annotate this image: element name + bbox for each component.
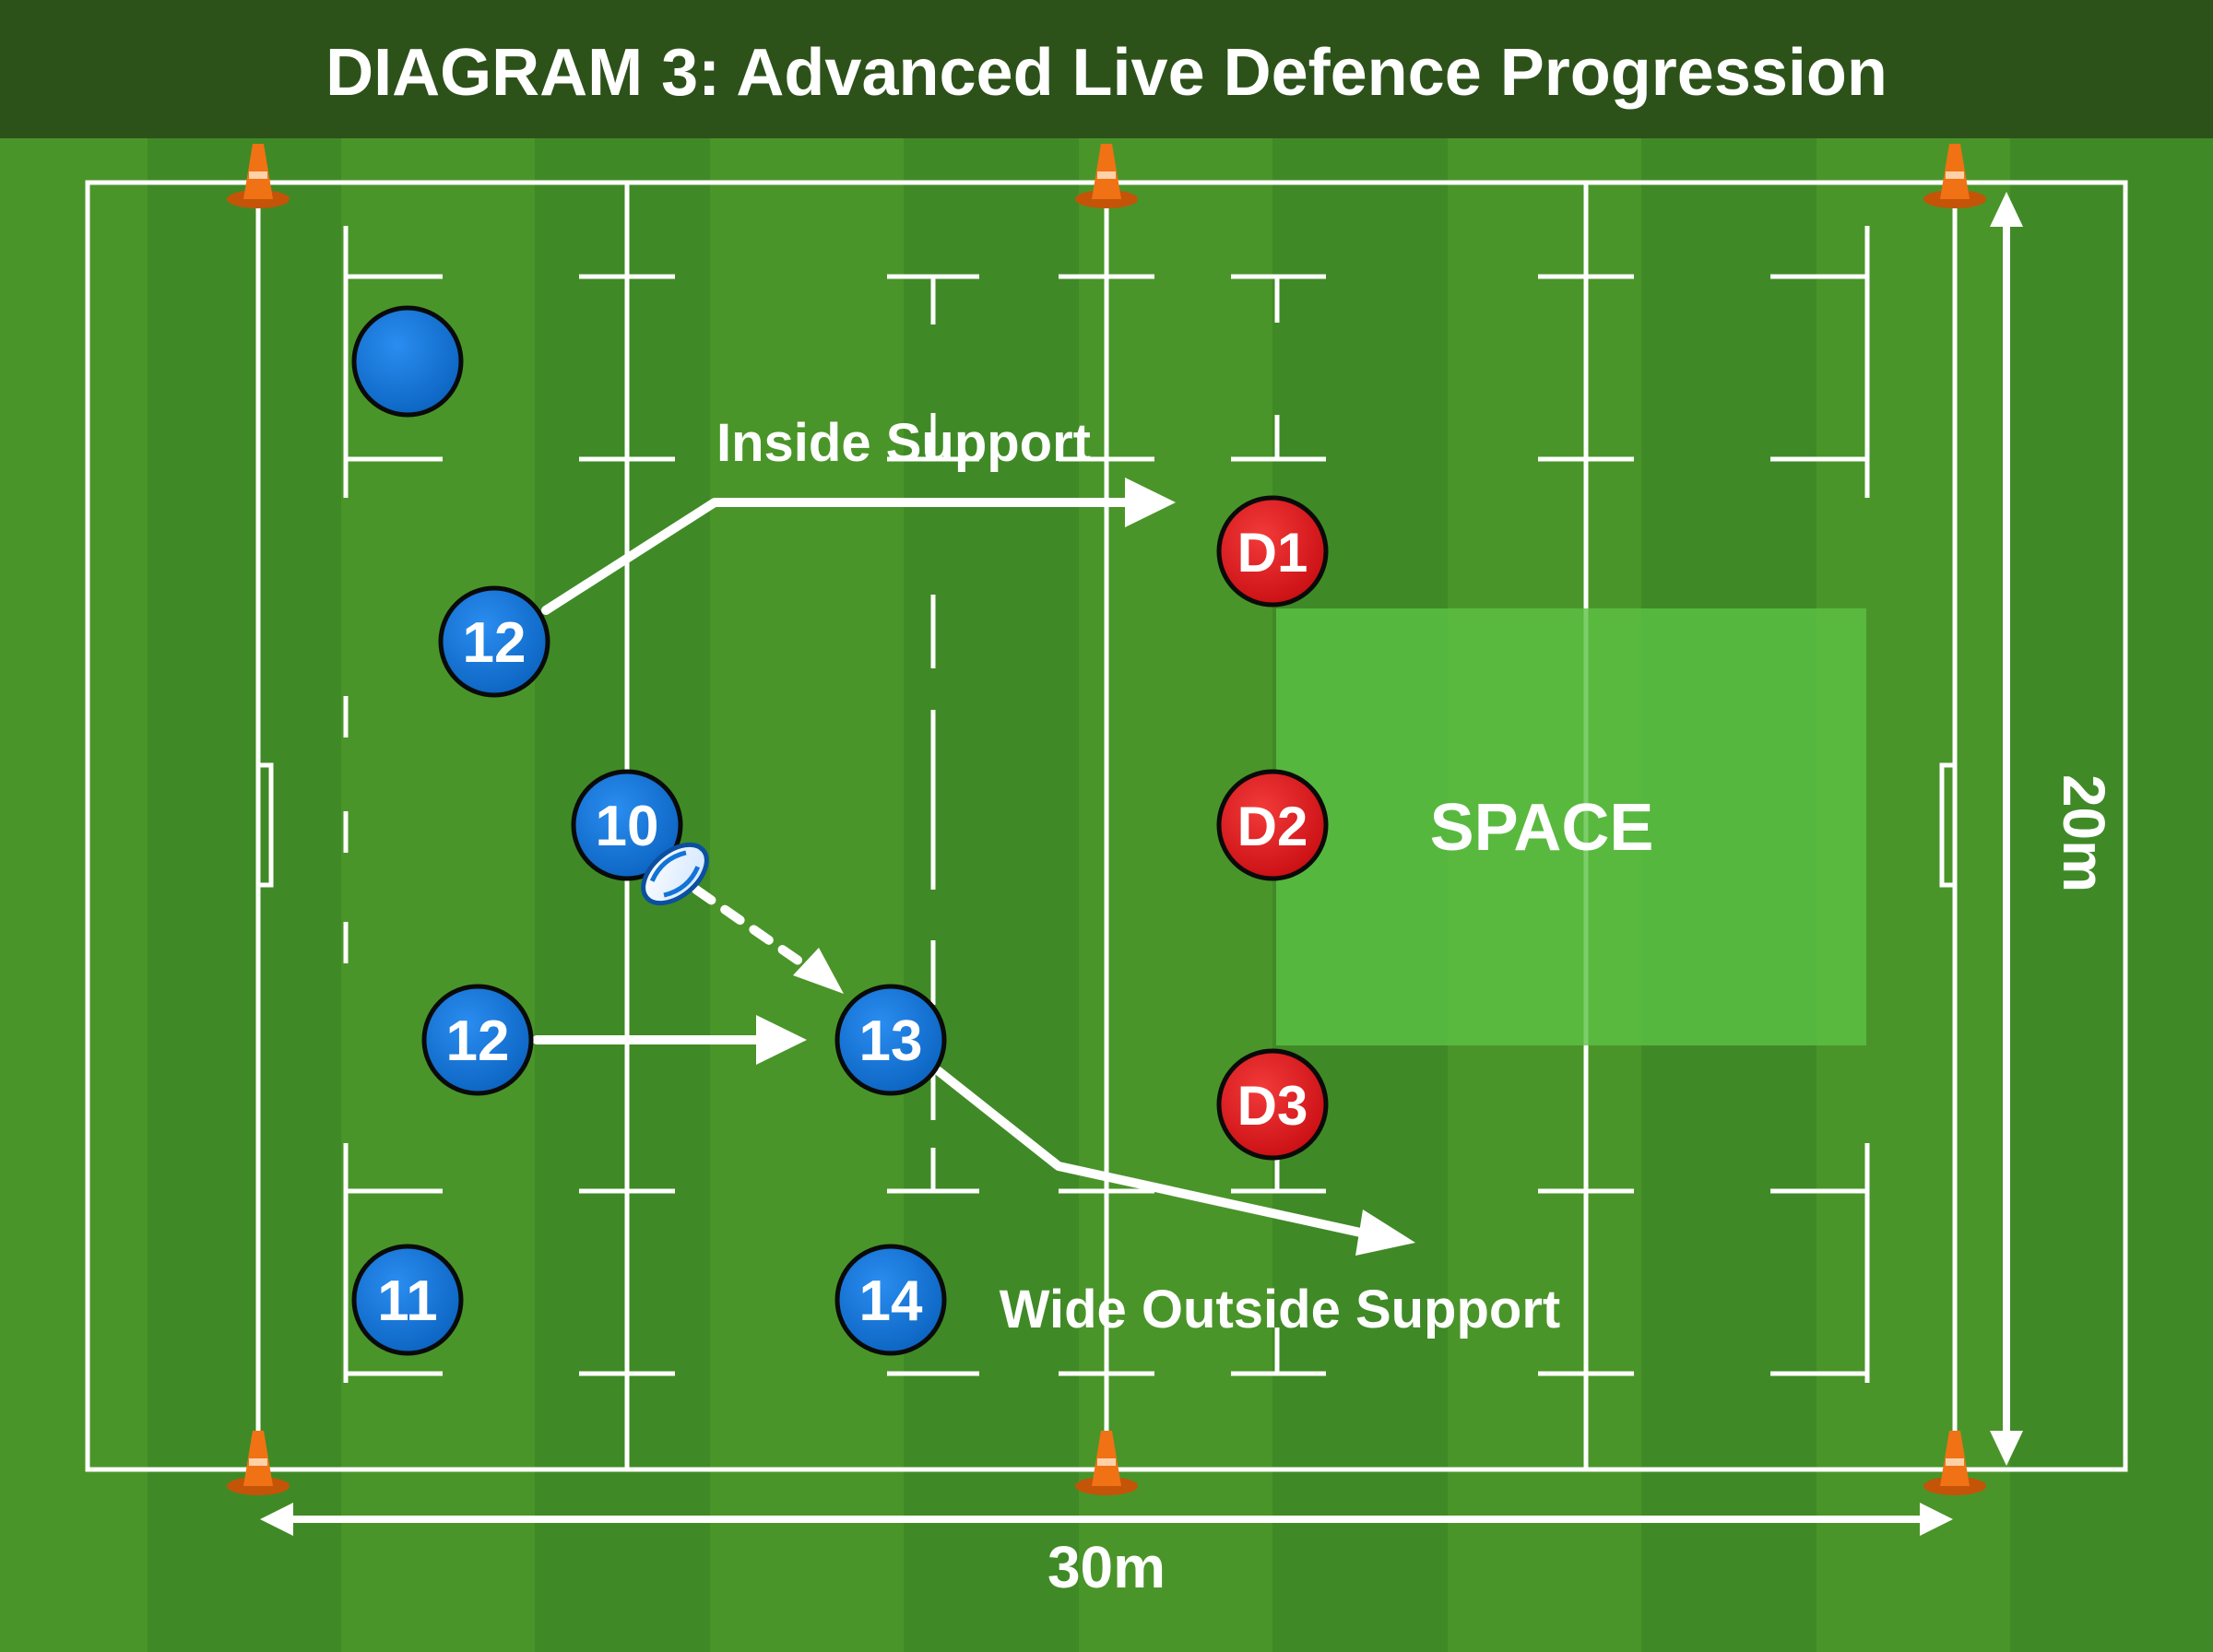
run-lines (532, 498, 1369, 1238)
attacker-number: 14 (859, 1269, 923, 1333)
width-dimension-label: 30m (1047, 1534, 1166, 1600)
arrow-down-icon (1990, 1431, 2023, 1466)
defender-d3: D3 (1216, 1048, 1329, 1161)
arrow-left-icon (260, 1503, 293, 1536)
diagram-title: DIAGRAM 3: Advanced Live Defence Progres… (325, 36, 1888, 110)
attacker-13: 13 (834, 984, 947, 1096)
attacker-number: 10 (596, 795, 659, 858)
attacker-number: 11 (377, 1269, 438, 1333)
wide-outside-run-line (934, 1067, 1369, 1238)
title-bar (0, 0, 2213, 138)
attacker-number: 12 (446, 1009, 510, 1073)
wide-outside-support-label: Wide Outside Support (1000, 1280, 1560, 1339)
attacker-number: 13 (859, 1009, 923, 1073)
attacker-14: 14 (834, 1244, 947, 1356)
defender-label: D3 (1237, 1075, 1308, 1137)
arrow-head-icon (793, 948, 844, 994)
defender-label: D2 (1237, 796, 1308, 857)
cone-icon (1923, 144, 1986, 208)
attacker-12-inside: 12 (438, 585, 550, 698)
space-label: SPACE (1430, 791, 1654, 865)
cone-icon (1075, 1431, 1138, 1495)
pass-line (692, 885, 807, 968)
attacker-unlabeled (351, 305, 464, 418)
cones (227, 144, 1986, 1495)
inside-support-label: Inside Support (716, 413, 1091, 473)
defender-d1: D1 (1216, 495, 1329, 608)
attacker-11: 11 (351, 1244, 464, 1356)
cone-icon (227, 144, 290, 208)
cone-icon (1075, 144, 1138, 208)
arrow-head-icon (1125, 478, 1176, 527)
rugby-ball-icon (641, 842, 709, 906)
attackers: 12 10 12 13 11 14 (351, 305, 947, 1356)
attacker-number: 12 (463, 611, 527, 675)
arrow-heads (756, 478, 1415, 1256)
arrow-head-icon (1355, 1210, 1415, 1256)
attacker-10: 10 (571, 769, 683, 881)
space-zone (1276, 608, 1866, 1045)
inside-support-run-line (541, 498, 1130, 615)
arrow-head-icon (756, 1015, 807, 1065)
attacker-12-second: 12 (421, 984, 534, 1096)
arrow-up-icon (1990, 192, 2023, 227)
cone-icon (227, 1431, 290, 1495)
cone-icon (1923, 1431, 1986, 1495)
dimension-arrows (260, 192, 2023, 1536)
defenders: D1 D2 D3 (1216, 495, 1329, 1161)
defender-label: D1 (1237, 522, 1308, 584)
arrow-right-icon (1920, 1503, 1953, 1536)
defender-d2: D2 (1216, 769, 1329, 881)
height-dimension-label: 20m (2051, 774, 2117, 892)
hash-marks (343, 226, 1870, 1383)
